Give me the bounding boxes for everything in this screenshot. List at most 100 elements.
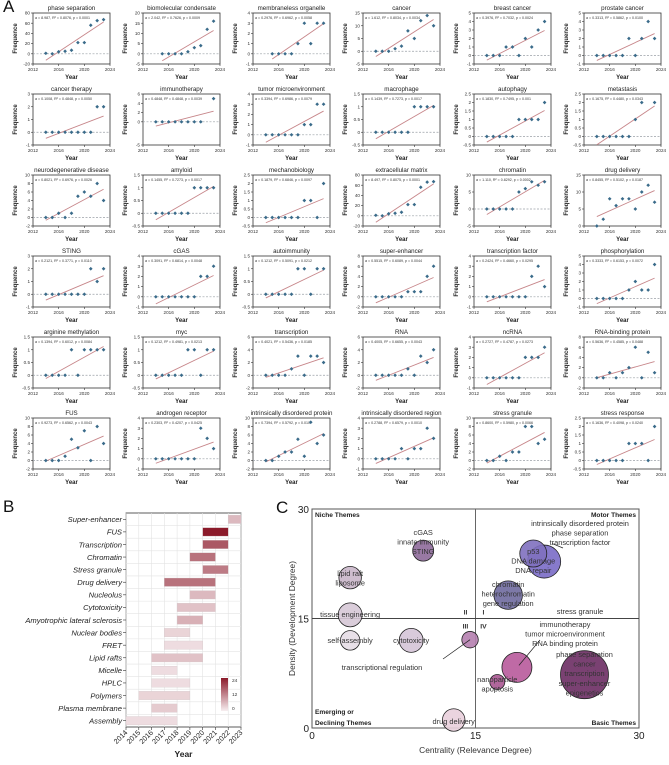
svg-text:2012: 2012 [469, 67, 480, 72]
svg-text:Year: Year [616, 318, 629, 324]
theme-bubble[interactable] [489, 674, 506, 690]
svg-text:lipid raft: lipid raft [337, 569, 363, 578]
svg-text:2016: 2016 [54, 229, 65, 234]
svg-text:2012: 2012 [138, 148, 149, 153]
theme-bubble[interactable] [501, 652, 533, 683]
svg-text:1: 1 [247, 266, 250, 271]
svg-text:2024: 2024 [656, 148, 667, 153]
svg-text:2020: 2020 [520, 472, 531, 477]
svg-text:20: 20 [135, 11, 141, 16]
svg-text:Year: Year [65, 318, 78, 324]
svg-text:1: 1 [468, 284, 471, 289]
svg-text:2016: 2016 [605, 229, 616, 234]
svg-text:2: 2 [578, 424, 581, 429]
svg-text:transcription factor: transcription factor [550, 538, 611, 547]
theme-bubble[interactable] [412, 539, 435, 562]
svg-text:0: 0 [578, 134, 581, 139]
svg-text:HPLC: HPLC [102, 679, 123, 688]
svg-text:0: 0 [303, 724, 309, 735]
svg-text:2024: 2024 [215, 67, 226, 72]
svg-text:Frequence: Frequence [343, 104, 349, 135]
svg-text:1: 1 [247, 198, 250, 203]
svg-text:a = 0.1439, R² = 0.7273, p = 0: a = 0.1439, R² = 0.7273, p = 0.0017 [365, 97, 422, 101]
svg-text:6: 6 [137, 92, 140, 97]
theme-bubble[interactable] [493, 580, 523, 610]
svg-text:Cytotoxicity: Cytotoxicity [83, 603, 123, 612]
svg-text:2016: 2016 [384, 391, 395, 396]
svg-text:Year: Year [616, 75, 629, 81]
svg-text:2020: 2020 [79, 310, 90, 315]
svg-text:2020: 2020 [299, 391, 310, 396]
svg-text:Frequence: Frequence [13, 104, 19, 135]
svg-text:a = 0.3091, R² = 0.6814, p = 0: a = 0.3091, R² = 0.6814, p = 0.0048 [145, 259, 202, 263]
theme-bubble[interactable] [560, 650, 609, 700]
svg-text:6: 6 [27, 190, 30, 195]
theme-bubble[interactable] [337, 602, 363, 628]
svg-text:breast cancer: breast cancer [494, 5, 532, 12]
svg-text:1: 1 [578, 45, 581, 50]
svg-text:1: 1 [578, 117, 581, 122]
svg-text:5: 5 [578, 207, 581, 212]
svg-text:1.5: 1.5 [244, 190, 251, 195]
theme-bubble[interactable] [519, 539, 548, 568]
svg-text:-2: -2 [356, 386, 361, 391]
theme-bubble[interactable] [340, 630, 361, 651]
trend-topic-row: Polymers [90, 691, 191, 700]
svg-text:Year: Year [395, 480, 408, 486]
svg-text:ncRNA: ncRNA [503, 329, 523, 336]
svg-text:0: 0 [27, 215, 30, 220]
svg-text:2024: 2024 [105, 67, 116, 72]
svg-text:gene regulation: gene regulation [483, 599, 534, 608]
svg-text:1: 1 [468, 365, 471, 370]
svg-text:5: 5 [468, 190, 471, 195]
svg-text:a = 0.8600, R² = 0.5980, p = 0: a = 0.8600, R² = 0.5980, p = 0.0066 [476, 421, 533, 425]
theme-bubble[interactable] [442, 708, 466, 732]
svg-text:2016: 2016 [164, 229, 175, 234]
svg-text:transcription: transcription [275, 329, 309, 336]
svg-text:2016: 2016 [605, 472, 616, 477]
svg-text:a = 0.2303, R² = 0.4207, p = 0: a = 0.2303, R² = 0.4207, p = 0.0425 [145, 421, 202, 425]
svg-text:heterochromatin: heterochromatin [481, 590, 534, 599]
svg-text:Super-enhancer: Super-enhancer [68, 515, 123, 524]
svg-text:a = 0.8455, R² = 0.5102, p = 0: a = 0.8455, R² = 0.5102, p = 0.0187 [586, 178, 643, 182]
svg-text:a = 0.1830, R² = 0.7495, p = 0: a = 0.1830, R² = 0.7495, p = 0.001 [476, 97, 531, 101]
svg-text:4: 4 [578, 262, 581, 267]
svg-text:RNA-binding protein: RNA-binding protein [595, 329, 651, 336]
svg-text:-1: -1 [246, 143, 251, 148]
svg-text:Year: Year [175, 156, 188, 162]
quadrant-emerging-themes: Emerging or [315, 709, 354, 716]
theme-bubble[interactable] [398, 627, 424, 653]
svg-text:extracellular matrix: extracellular matrix [376, 167, 429, 174]
svg-text:2024: 2024 [215, 391, 226, 396]
svg-text:0: 0 [27, 130, 30, 135]
svg-text:1: 1 [247, 41, 250, 46]
svg-text:epigenetics: epigenetics [566, 688, 604, 697]
svg-text:1: 1 [468, 45, 471, 50]
panel-label-a: A [3, 0, 15, 16]
svg-text:chromatin: chromatin [499, 167, 527, 174]
theme-bubble[interactable] [338, 565, 362, 590]
svg-text:0: 0 [232, 706, 235, 712]
svg-text:2020: 2020 [79, 229, 90, 234]
svg-text:2024: 2024 [546, 148, 557, 153]
svg-text:Year: Year [65, 399, 78, 405]
svg-text:2020: 2020 [299, 472, 310, 477]
svg-text:2016: 2016 [495, 391, 506, 396]
svg-text:2016: 2016 [605, 148, 616, 153]
svg-text:0: 0 [578, 458, 581, 463]
svg-text:-0.5: -0.5 [573, 467, 581, 472]
svg-text:2012: 2012 [579, 148, 590, 153]
svg-text:a = 0.2121, R² = 0.3771, p = 0: a = 0.2121, R² = 0.3771, p = 0.0110 [35, 259, 92, 263]
svg-text:2: 2 [247, 181, 250, 186]
svg-text:1: 1 [137, 446, 140, 451]
svg-text:8: 8 [247, 424, 250, 429]
svg-text:2016: 2016 [384, 148, 395, 153]
svg-text:amyloid: amyloid [171, 167, 193, 174]
